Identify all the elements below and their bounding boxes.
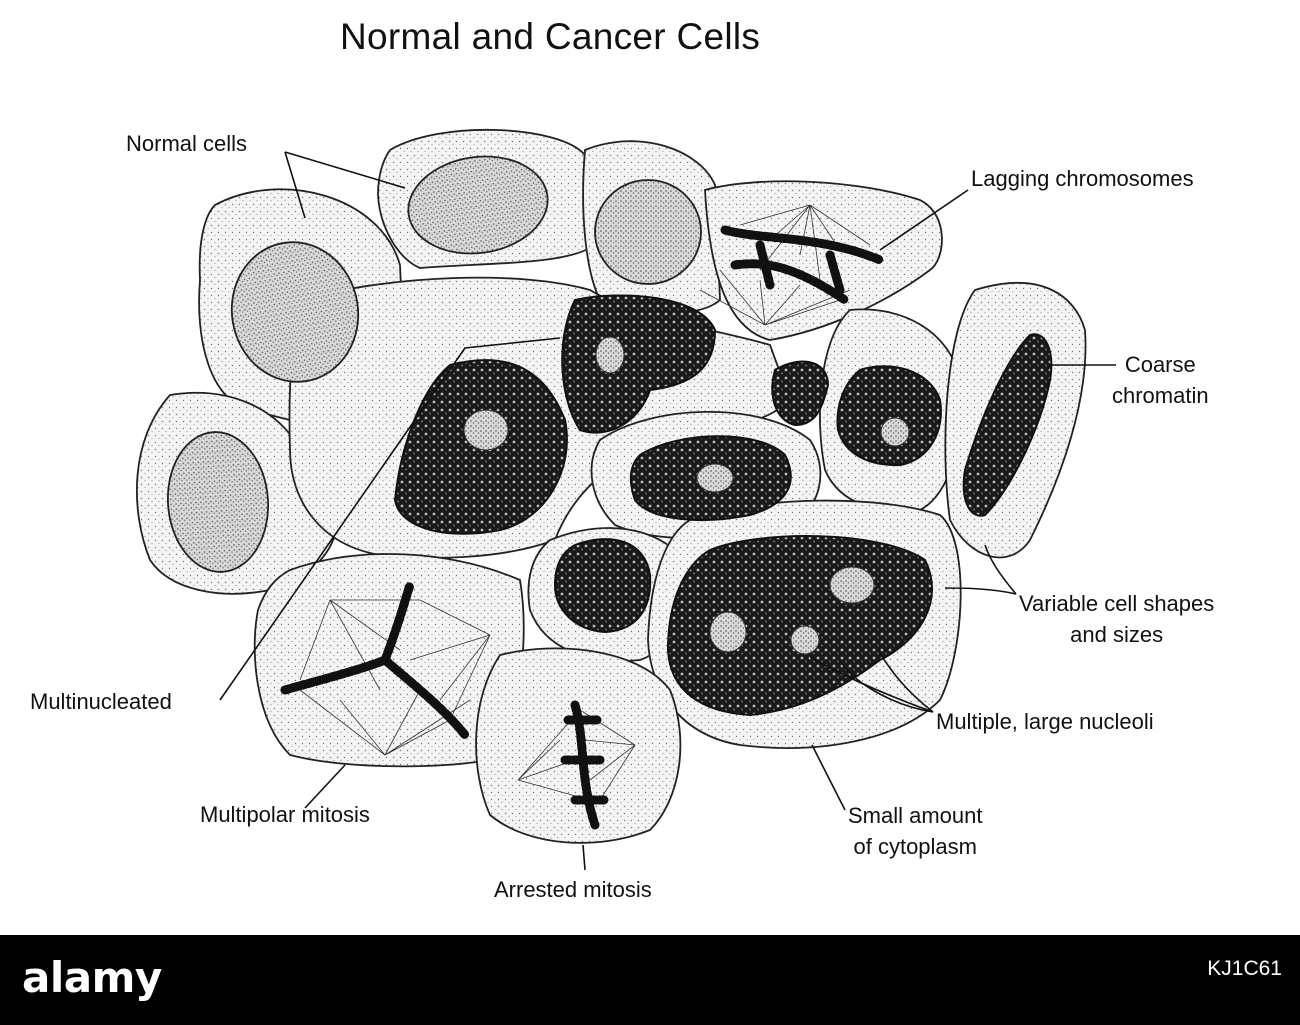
label-multipolar-mitosis: Multipolar mitosis <box>200 802 370 827</box>
label-small-amount-of-cytoplasm: Small amount of cytoplasm <box>848 800 983 862</box>
nucleolus <box>595 336 625 374</box>
multipolar-mitosis-figure <box>280 580 491 756</box>
label-coarse-chromatin: Coarse chromatin <box>1112 349 1209 411</box>
cancer-nucleus-bottom-center <box>553 538 652 634</box>
watermark-footer: alamy KJ1C61 <box>0 935 1300 1025</box>
image-id: KJ1C61 <box>1207 957 1282 980</box>
arrested-mitosis-figure <box>517 700 636 830</box>
normal-nucleus-left <box>230 241 360 383</box>
nucleolus <box>463 409 509 451</box>
nucleolus <box>709 611 747 653</box>
label-multiple-large-nucleoli: Multiple, large nucleoli <box>936 709 1154 734</box>
label-multinucleated: Multinucleated <box>30 689 172 714</box>
nucleolus <box>880 417 910 447</box>
label-coarse-chromatin-line1: Coarse <box>1124 352 1196 377</box>
label-coarse-chromatin-line2: chromatin <box>1112 383 1209 408</box>
nucleolus <box>790 625 820 655</box>
nucleolus <box>829 566 875 604</box>
label-variable-shapes-line1: Variable cell shapes <box>1019 591 1215 616</box>
label-arrested-mitosis: Arrested mitosis <box>494 877 652 902</box>
cancer-nucleus-right-mid <box>836 365 942 467</box>
normal-nucleus-top <box>407 155 549 255</box>
page-title: Normal and Cancer Cells <box>340 16 761 57</box>
label-small-cytoplasm-line2: of cytoplasm <box>853 834 978 859</box>
leader-lines <box>219 151 1116 871</box>
label-variable-shapes-line2: and sizes <box>1070 622 1164 647</box>
nucleolus <box>696 463 734 493</box>
normal-nucleus-lower-left <box>166 431 270 573</box>
brand-logo: alamy <box>22 953 162 1002</box>
label-normal-cells: Normal cells <box>126 131 248 156</box>
normal-nucleus-top-center <box>594 179 702 285</box>
cancer-nucleus-small <box>771 360 830 427</box>
label-small-cytoplasm-line1: Small amount <box>848 803 983 828</box>
cancer-nucleus-spindle <box>962 333 1053 517</box>
cell-illustration <box>135 128 1116 871</box>
lagging-chromosomes-figure <box>699 204 885 326</box>
lagging-cell <box>704 180 943 341</box>
cancer-nucleus-multinucleated-b <box>561 294 717 434</box>
diagram-figure: Normal and Cancer Cells Normal cells Lag… <box>30 16 1215 902</box>
label-lagging-chromosomes: Lagging chromosomes <box>971 166 1194 191</box>
label-variable-cell-shapes: Variable cell shapes and sizes <box>1019 588 1214 650</box>
